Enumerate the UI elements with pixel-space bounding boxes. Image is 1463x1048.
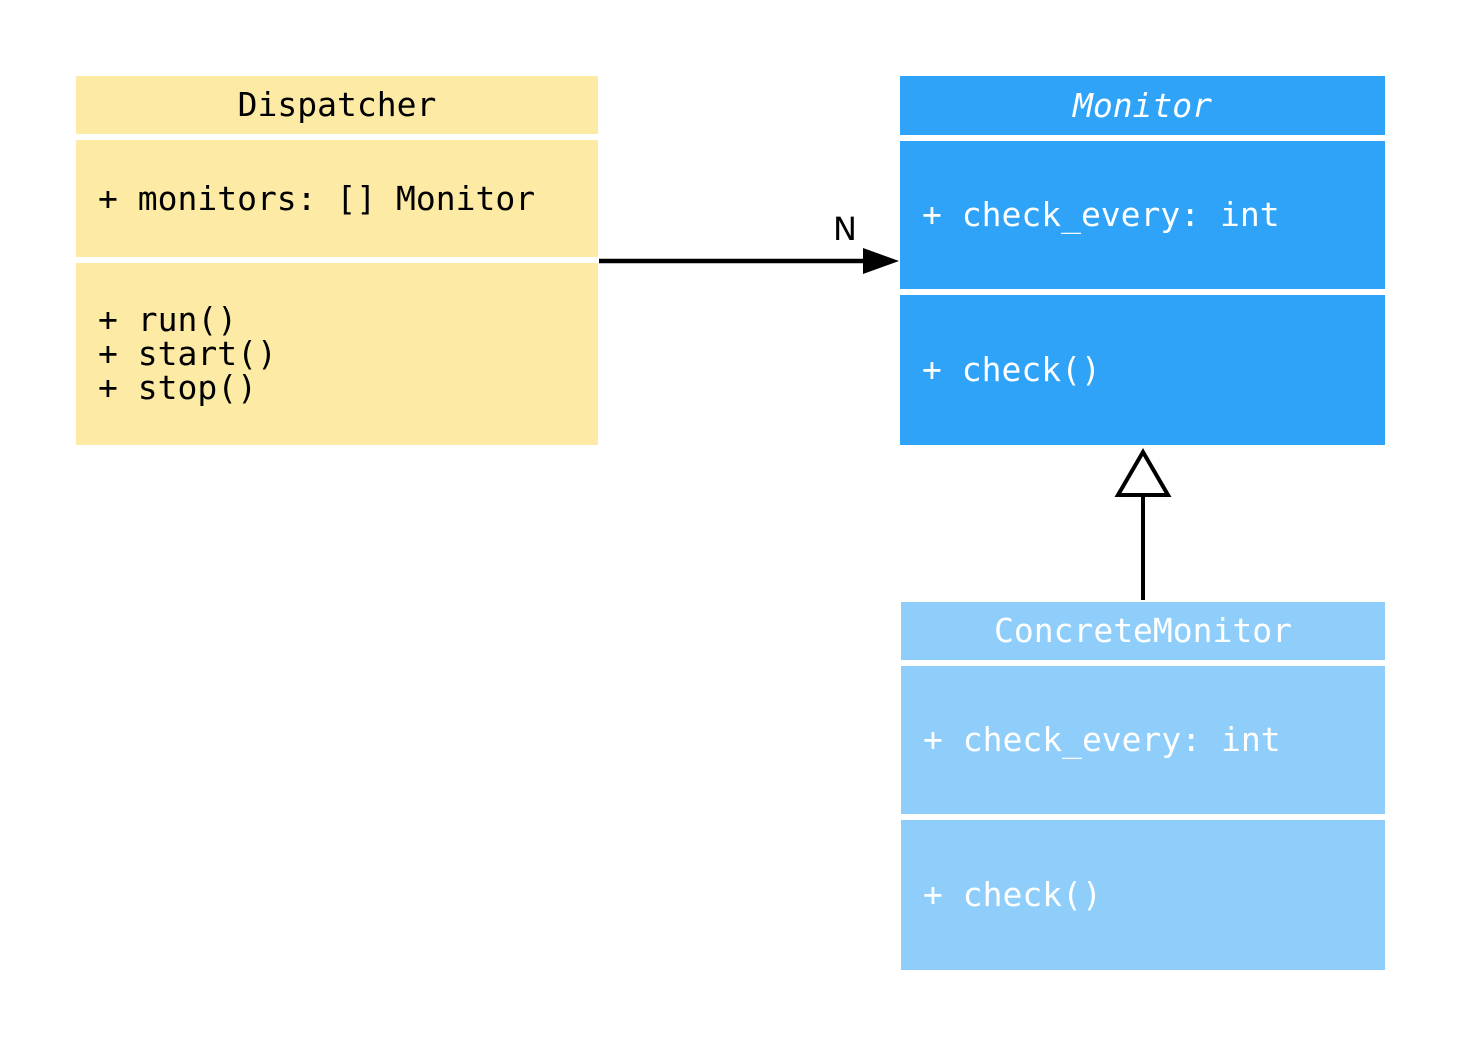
class-title: ConcreteMonitor [901,602,1385,660]
association-multiplicity-label: N [833,210,857,248]
class-attributes-compartment: + check_every: int [900,141,1385,289]
class-attribute: + monitors: [] Monitor [98,178,536,218]
class-attributes-compartment: + check_every: int [901,666,1385,814]
class-method: + stop() [98,368,257,407]
class-box-dispatcher: Dispatcher + monitors: [] Monitor + run(… [76,76,598,445]
filled-arrowhead-icon [863,248,899,274]
class-methods-compartment: + check() [900,295,1385,445]
class-method: + check() [922,350,1101,389]
class-method: + run() [98,300,238,339]
class-attributes-compartment: + monitors: [] Monitor [76,140,598,257]
class-attribute: + check_every: int [922,195,1280,234]
class-attribute: + check_every: int [923,720,1281,759]
class-method: + start() [98,334,277,373]
class-methods-compartment: + check() [901,820,1385,970]
class-methods-compartment: + run() + start() + stop() [76,263,598,445]
class-method: + check() [923,875,1102,914]
class-title: Dispatcher [76,76,598,134]
hollow-triangle-icon [1114,448,1172,497]
association-arrow [599,248,899,274]
inheritance-arrow [1114,448,1172,600]
class-box-monitor: Monitor + check_every: int + check() [900,76,1385,445]
class-box-concrete-monitor: ConcreteMonitor + check_every: int + che… [901,602,1385,970]
class-title: Monitor [900,76,1385,135]
